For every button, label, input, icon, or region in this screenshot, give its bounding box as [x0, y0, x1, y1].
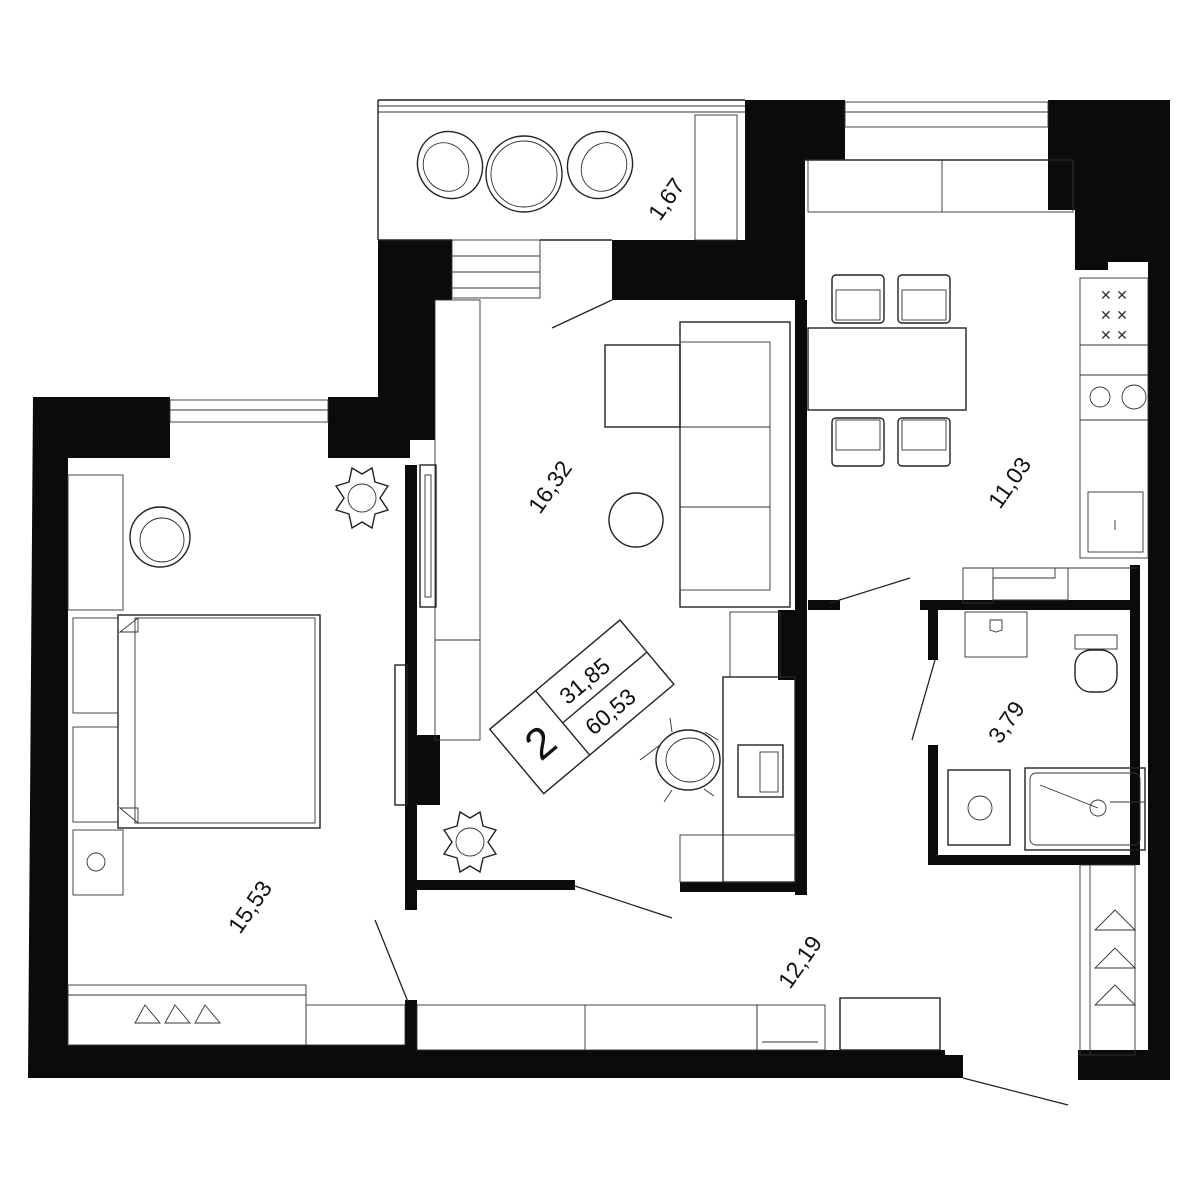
workspace [639, 611, 796, 883]
info-box: 2 31,85 60,53 [488, 618, 675, 795]
hallway-area-label: 12,19 [773, 931, 827, 993]
stove [1080, 374, 1148, 421]
toilet [1074, 634, 1118, 693]
round-table-balcony [485, 135, 563, 213]
svg-text:✕ ✕: ✕ ✕ [1100, 308, 1128, 324]
bathroom: 3,79 [911, 611, 1146, 851]
bedroom-window [169, 399, 329, 423]
balcony: 1,67 [416, 130, 690, 225]
armchair-right [566, 130, 634, 200]
bedroom-area-label: 15,53 [223, 876, 277, 938]
office-chair [639, 717, 721, 803]
bedroom-wardrobe [67, 984, 307, 1046]
rooms-count: 2 [516, 716, 566, 769]
cooktop: ✕ ✕ ✕ ✕ ✕ ✕ [1080, 288, 1148, 346]
svg-text:✕ ✕: ✕ ✕ [1100, 288, 1128, 304]
bath-sink [964, 611, 1028, 658]
hallway-wardrobe [1079, 864, 1137, 1056]
bathroom-area-label: 3,79 [983, 696, 1030, 748]
windows [169, 99, 1049, 423]
bedroom: 15,53 [67, 466, 409, 1046]
dining-chairs [831, 274, 951, 467]
bed [72, 614, 321, 829]
living-room: 16,32 [394, 239, 791, 919]
plant-living [442, 810, 498, 874]
balcony-area-label: 1,67 [643, 173, 690, 225]
washing-machine [947, 769, 1011, 846]
tv [419, 464, 437, 608]
svg-text:✕ ✕: ✕ ✕ [1100, 328, 1128, 344]
dining-table [807, 327, 967, 411]
armchair-left [416, 130, 484, 200]
corner-sofa [604, 321, 791, 608]
walls [28, 100, 1170, 1080]
hallway-bench [839, 997, 941, 1051]
bedroom-armchair [129, 506, 191, 568]
coffee-table [608, 492, 664, 548]
bathtub [1024, 767, 1146, 851]
plant-bedroom [334, 466, 390, 530]
laptop [737, 744, 784, 798]
kitchen-sink [1087, 491, 1144, 553]
living-area-label: 16,32 [523, 456, 577, 518]
kitchen-area-label: 11,03 [983, 452, 1036, 513]
bedside-lamp [72, 829, 124, 896]
hallway-cabinet [416, 1004, 826, 1051]
balcony-window [377, 99, 745, 241]
